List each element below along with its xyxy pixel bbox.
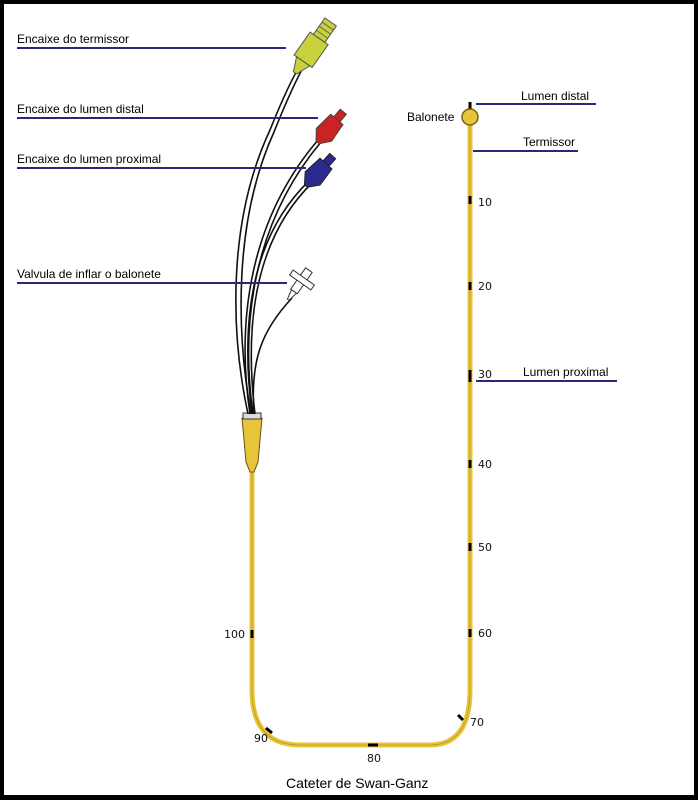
catheter-body-outline xyxy=(251,108,471,746)
marking-70: 70 xyxy=(470,716,484,729)
diagram-panel xyxy=(4,4,694,795)
marking-60: 60 xyxy=(478,627,492,640)
branch-proximal xyxy=(247,179,311,415)
proximal-lumen-connector xyxy=(303,152,337,188)
label-distal-hub: Encaixe do lumen distal xyxy=(17,102,144,116)
label-proximal-hub: Encaixe do lumen proximal xyxy=(17,152,161,166)
marking-30: 30 xyxy=(478,368,492,381)
branch-termistor xyxy=(235,61,303,415)
label-balloon: Balonete xyxy=(407,110,455,124)
depth-tick-marks xyxy=(250,196,472,747)
branch-termistor-2 xyxy=(240,63,306,415)
tick-70 xyxy=(456,713,465,722)
marking-20: 20 xyxy=(478,280,492,293)
label-lumen-distal: Lumen distal xyxy=(521,89,589,103)
tick-90 xyxy=(265,726,273,735)
distal-lumen-connector xyxy=(315,108,348,145)
branch-proximal-2 xyxy=(250,181,314,415)
label-termistor-hub: Encaixe do termissor xyxy=(17,32,129,46)
catheter-body xyxy=(249,108,473,748)
marking-100: 100 xyxy=(224,628,245,641)
marking-40: 40 xyxy=(478,458,492,471)
branch-valve xyxy=(252,297,293,415)
diagram-caption: Cateter de Swan-Ganz xyxy=(286,775,428,791)
balloon-valve xyxy=(286,267,316,301)
marking-80: 80 xyxy=(367,752,381,765)
branch-distal xyxy=(244,139,319,415)
marking-10: 10 xyxy=(478,196,492,209)
marking-90: 90 xyxy=(254,732,268,745)
lumen-branches xyxy=(235,61,322,415)
balloon xyxy=(461,108,479,126)
marking-50: 50 xyxy=(478,541,492,554)
termistor-connector xyxy=(292,17,338,75)
label-termistor: Termissor xyxy=(523,135,575,149)
label-balloon-valve: Valvula de inflar o balonete xyxy=(17,267,161,281)
label-lumen-proximal: Lumen proximal xyxy=(523,365,608,379)
catheter-hub xyxy=(241,417,263,473)
